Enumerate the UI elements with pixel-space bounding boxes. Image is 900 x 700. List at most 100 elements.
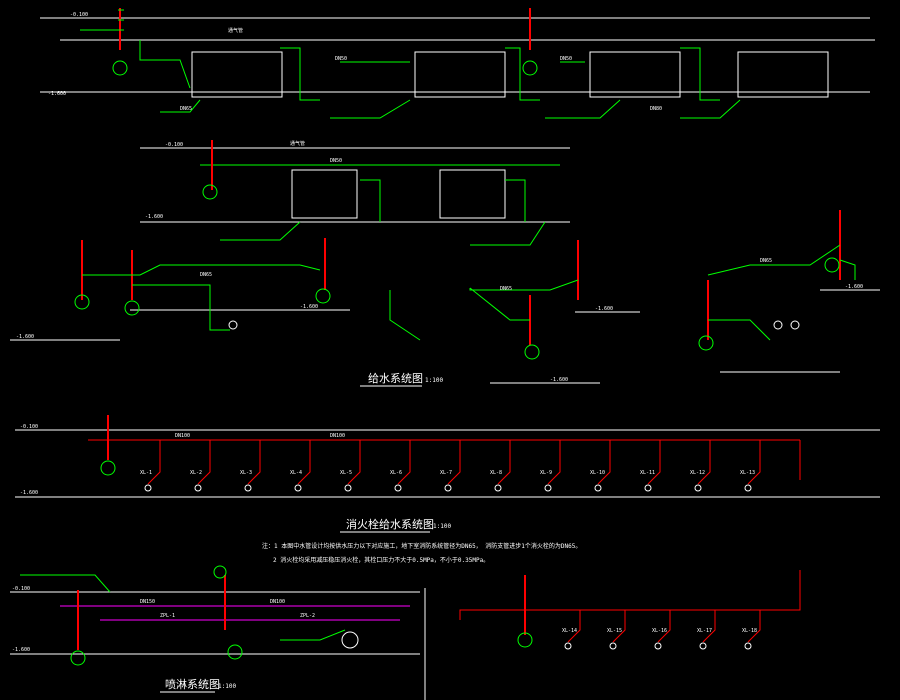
hydrant-branch	[657, 610, 671, 643]
hydrant-icon	[609, 642, 617, 650]
pipe-size-label: DN100	[175, 433, 190, 439]
hydrant-icon	[344, 484, 352, 492]
hydrant-branch	[547, 440, 561, 485]
supply-pipe	[280, 47, 320, 101]
pump-icon	[790, 320, 800, 330]
note-line-2: 2 消火栓均采用减压稳压消火栓，其栓口压力不大于0.5MPa，不小于0.35MP…	[273, 556, 489, 564]
pipe-size-label: DN65	[760, 258, 772, 264]
riser-tag-icon	[100, 460, 116, 476]
hydrant-branch	[197, 440, 211, 485]
third-water-supply-row: -1.600 -1.600 -1.600 -1.600 -1.600 DN65 …	[10, 210, 880, 387]
riser-tag-icon	[124, 300, 140, 316]
hydrant-scale: 1:100	[433, 523, 451, 530]
hydrant-branch	[297, 440, 311, 485]
supply-pipe	[469, 279, 579, 291]
hydrant-icon	[244, 484, 252, 492]
water-tank	[589, 51, 681, 98]
hydrant-tag: XL-16	[652, 628, 667, 634]
supply-pipe	[160, 99, 201, 113]
hydrant-tag: XL-8	[490, 470, 502, 476]
pipe-size-label: DN100	[330, 433, 345, 439]
water-tank	[414, 51, 506, 98]
supply-pipe	[680, 99, 741, 119]
supply-pipe	[680, 47, 720, 101]
hydrant-branch	[697, 440, 711, 485]
hydrant-tag: XL-10	[590, 470, 605, 476]
hydrant-tag: XL-5	[340, 470, 352, 476]
supply-pipe	[505, 179, 526, 222]
hydrant-icon	[194, 484, 202, 492]
riser-tag-icon	[698, 335, 714, 351]
water-tank	[737, 51, 829, 98]
hydrant-branch	[397, 440, 411, 485]
level-label: -1.600	[48, 91, 66, 97]
supply-pipe	[707, 244, 841, 276]
riser-tag-icon	[213, 565, 227, 579]
supply-pipe	[82, 264, 321, 276]
hydrant-icon	[564, 642, 572, 650]
pipe-size-label: DN50	[335, 56, 347, 62]
hydrant-branch	[247, 440, 261, 485]
hydrant-tag: XL-7	[440, 470, 452, 476]
hydrant-tag: XL-13	[740, 470, 755, 476]
level-label: -0.100	[165, 142, 183, 148]
hydrant-tag: XL-1	[140, 470, 152, 476]
hydrant-icon	[594, 484, 602, 492]
callout-label: 通气管	[228, 27, 243, 34]
level-label: -1.600	[12, 647, 30, 653]
second-water-supply-row: -1.600 -0.100 通气管 DN50	[140, 140, 570, 246]
hydrant-tag: XL-2	[190, 470, 202, 476]
level-label: -1.600	[20, 490, 38, 496]
level-label: -1.600	[595, 306, 613, 312]
supply-pipe	[330, 99, 411, 119]
hydrant-tag: XL-18	[742, 628, 757, 634]
hydrant-icon	[494, 484, 502, 492]
riser-tag-icon	[70, 650, 86, 666]
callout-label: 通气管	[290, 140, 305, 147]
supply-pipe	[220, 221, 301, 241]
water-supply-scale: 1:100	[425, 377, 443, 384]
hydrant-icon	[744, 484, 752, 492]
hydrant-tag: XL-3	[240, 470, 252, 476]
hydrant-title: 消火栓给水系统图	[346, 517, 434, 531]
hydrant-icon	[654, 642, 662, 650]
sprinkler-title: 喷淋系统图	[165, 678, 220, 691]
pipe-size-label: DN65	[180, 106, 192, 112]
supply-pipe	[280, 629, 346, 641]
alarm-valve-icon	[341, 631, 359, 649]
supply-pipe	[469, 287, 530, 321]
hydrant-icon	[394, 484, 402, 492]
hydrant-icon	[744, 642, 752, 650]
riser-tag-icon	[517, 632, 533, 648]
supply-pipe	[132, 284, 230, 331]
riser-tag-icon	[522, 60, 538, 76]
hydrant-tag: XL-11	[640, 470, 655, 476]
level-label: -1.600	[145, 214, 163, 220]
hydrant-branch	[497, 440, 511, 485]
hydrant-icon	[444, 484, 452, 492]
hydrant-branch	[612, 610, 626, 643]
hydrant-icon	[699, 642, 707, 650]
hydrant-branch	[747, 440, 761, 485]
riser-tag-icon	[74, 294, 90, 310]
level-label: -1.600	[550, 377, 568, 383]
riser-tag-icon	[112, 60, 128, 76]
level-label: -1.600	[300, 304, 318, 310]
hydrant-icon	[644, 484, 652, 492]
pipe-size-label: DN100	[270, 599, 285, 605]
pipe-size-label: DN50	[330, 158, 342, 164]
hydrant-tag: XL-6	[390, 470, 402, 476]
hydrant-branch	[647, 440, 661, 485]
level-label: -0.100	[12, 586, 30, 592]
hydrant-icon	[144, 484, 152, 492]
level-label: -0.100	[20, 424, 38, 430]
hydrant-branch	[147, 440, 161, 485]
supply-pipe	[139, 40, 191, 89]
top-water-supply-row: -1.600 -0.100 通气管 DN65 DN50 DN50 DN80	[40, 8, 875, 119]
hydrant-tag: XL-14	[562, 628, 577, 634]
hydrant-branch	[347, 440, 361, 485]
notes-block: 注：1 本图中水管设计均按供水压力以下对应施工，地下室消防系统管径为DN65， …	[262, 542, 581, 564]
